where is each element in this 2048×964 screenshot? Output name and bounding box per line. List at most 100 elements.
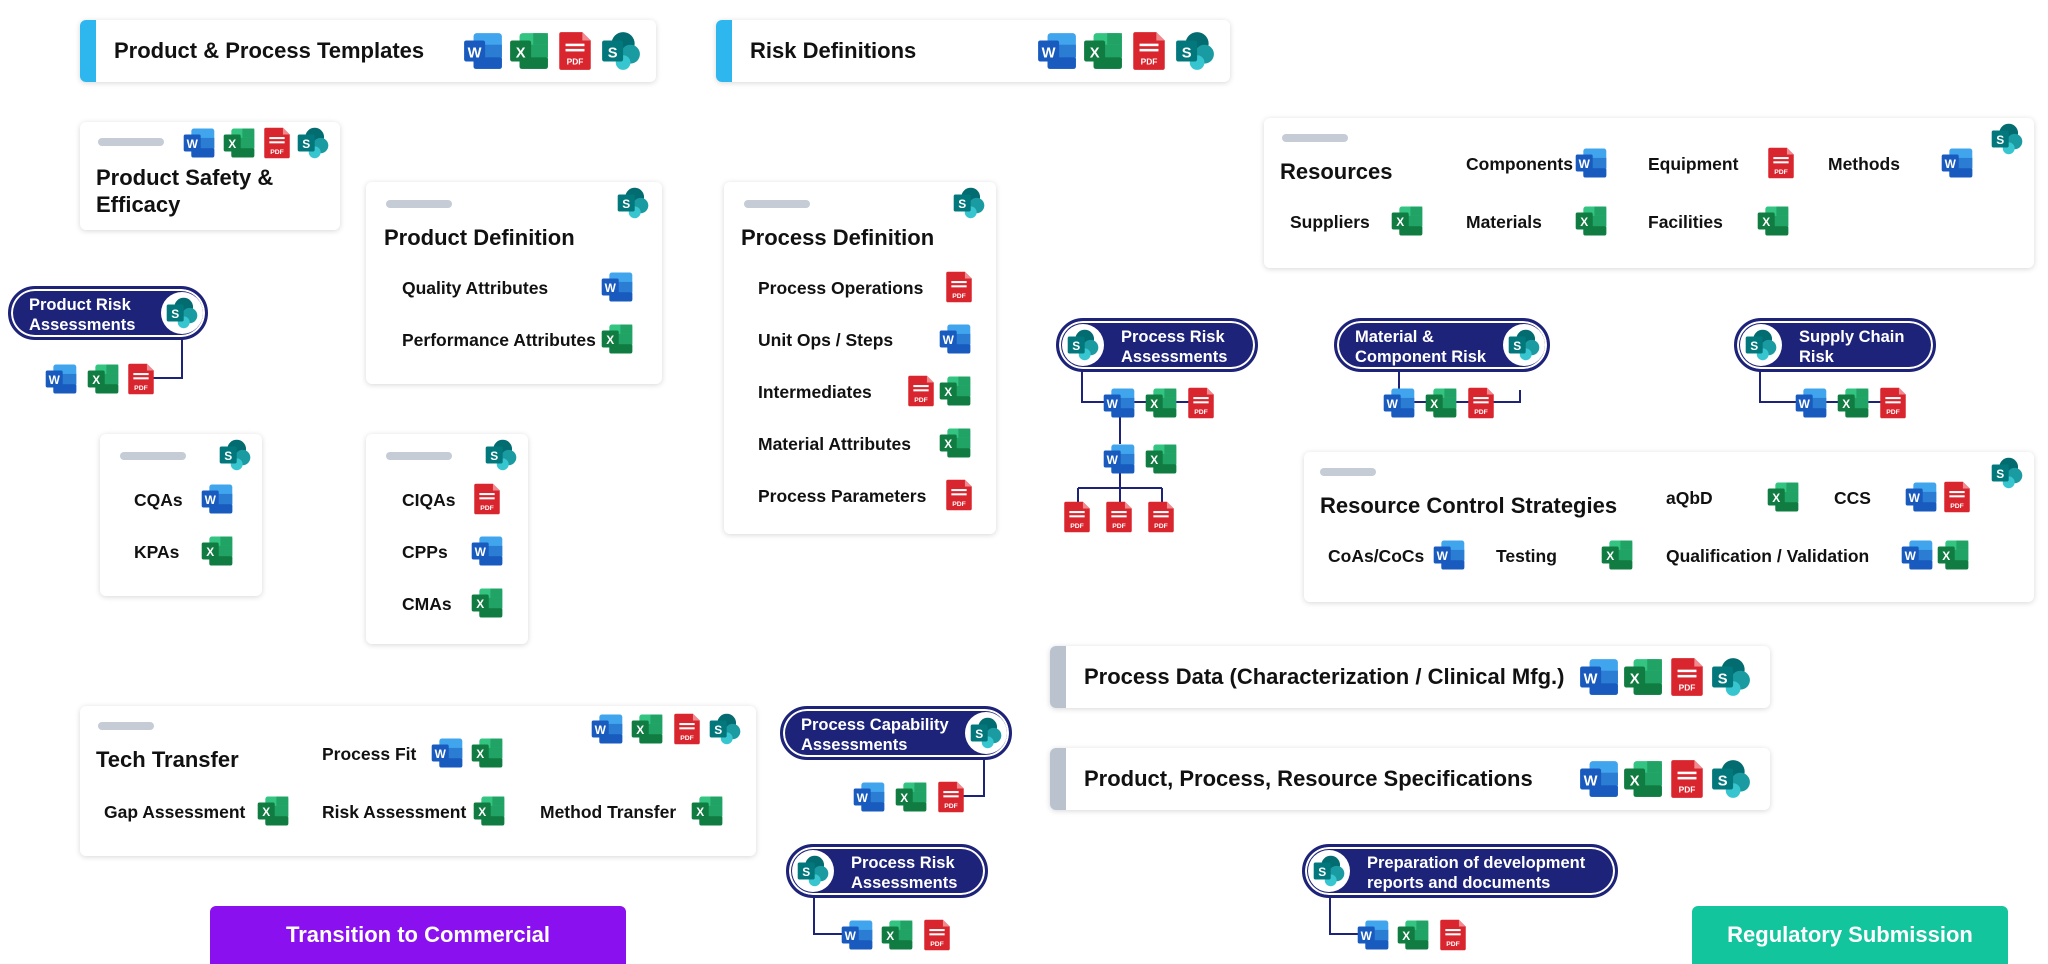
pdf-icon[interactable] bbox=[934, 780, 968, 814]
pdf-icon[interactable] bbox=[1060, 500, 1094, 534]
excel-icon[interactable] bbox=[472, 794, 506, 828]
excel-icon[interactable] bbox=[1424, 386, 1458, 420]
aqbd-label[interactable]: aQbD bbox=[1666, 488, 1713, 508]
kpas-label[interactable]: KPAs bbox=[134, 542, 180, 562]
sharepoint-icon[interactable] bbox=[796, 854, 830, 888]
excel-icon[interactable] bbox=[1622, 656, 1664, 698]
word-icon[interactable] bbox=[1904, 480, 1938, 514]
pdf-icon[interactable] bbox=[1102, 500, 1136, 534]
transition-to-commercial-button[interactable]: Transition to Commercial bbox=[210, 906, 626, 964]
ciqa-card[interactable]: CIQAs CPPs CMAs bbox=[366, 434, 528, 644]
resources-card[interactable]: Resources Components Equipment Methods S… bbox=[1264, 118, 2034, 268]
word-icon[interactable] bbox=[840, 918, 874, 952]
specifications-banner[interactable]: Product, Process, Resource Specification… bbox=[1050, 748, 1770, 810]
pdf-icon[interactable] bbox=[942, 270, 976, 304]
excel-icon[interactable] bbox=[1622, 758, 1664, 800]
process-parameters-label[interactable]: Process Parameters bbox=[758, 486, 927, 506]
gap-assessment-label[interactable]: Gap Assessment bbox=[104, 802, 246, 822]
pdf-icon[interactable] bbox=[1666, 758, 1708, 800]
product-definition-card[interactable]: Product Definition Quality Attributes Pe… bbox=[366, 182, 662, 384]
sharepoint-icon[interactable] bbox=[969, 716, 1003, 750]
ciqas-label[interactable]: CIQAs bbox=[402, 490, 456, 510]
excel-icon[interactable] bbox=[222, 126, 256, 160]
pdf-icon[interactable] bbox=[1764, 146, 1798, 180]
performance-attributes-label[interactable]: Performance Attributes bbox=[402, 330, 596, 350]
pdf-icon[interactable] bbox=[1144, 500, 1178, 534]
material-component-risk[interactable]: Material & Component Risk bbox=[1334, 318, 1550, 372]
word-icon[interactable] bbox=[200, 482, 234, 516]
suppliers-label[interactable]: Suppliers bbox=[1290, 212, 1370, 232]
risk-definitions-banner[interactable]: Risk Definitions bbox=[716, 20, 1230, 82]
intermediates-label[interactable]: Intermediates bbox=[758, 382, 872, 402]
product-safety-card[interactable]: Product Safety & Efficacy bbox=[80, 122, 340, 230]
excel-icon[interactable] bbox=[1756, 204, 1790, 238]
excel-icon[interactable] bbox=[630, 712, 664, 746]
word-icon[interactable] bbox=[1432, 538, 1466, 572]
word-icon[interactable] bbox=[600, 270, 634, 304]
word-icon[interactable] bbox=[852, 780, 886, 814]
excel-icon[interactable] bbox=[1144, 442, 1178, 476]
sharepoint-icon[interactable] bbox=[1990, 122, 2024, 156]
excel-icon[interactable] bbox=[938, 426, 972, 460]
qualification-validation-label[interactable]: Qualification / Validation bbox=[1666, 546, 1870, 566]
tech-transfer-card[interactable]: Tech Transfer Process Fit Gap Assessment… bbox=[80, 706, 756, 856]
excel-icon[interactable] bbox=[880, 918, 914, 952]
excel-icon[interactable] bbox=[256, 794, 290, 828]
sharepoint-icon[interactable] bbox=[1710, 656, 1752, 698]
word-icon[interactable] bbox=[1036, 30, 1078, 72]
product-risk-assessments[interactable]: Product Risk Assessments bbox=[8, 286, 208, 340]
resource-control-card[interactable]: Resource Control Strategies aQbD CCS CoA… bbox=[1304, 452, 2034, 602]
quality-attributes-label[interactable]: Quality Attributes bbox=[402, 278, 549, 298]
equipment-label[interactable]: Equipment bbox=[1648, 154, 1739, 174]
excel-icon[interactable] bbox=[470, 736, 504, 770]
word-icon[interactable] bbox=[1794, 386, 1828, 420]
excel-icon[interactable] bbox=[1396, 918, 1430, 952]
pdf-icon[interactable] bbox=[554, 30, 596, 72]
process-data-banner[interactable]: Process Data (Characterization / Clinica… bbox=[1050, 646, 1770, 708]
excel-icon[interactable] bbox=[1144, 386, 1178, 420]
material-attributes-label[interactable]: Material Attributes bbox=[758, 434, 911, 454]
cpps-label[interactable]: CPPs bbox=[402, 542, 448, 562]
excel-icon[interactable] bbox=[1836, 386, 1870, 420]
testing-label[interactable]: Testing bbox=[1496, 546, 1557, 566]
excel-icon[interactable] bbox=[86, 362, 120, 396]
word-icon[interactable] bbox=[938, 322, 972, 356]
excel-icon[interactable] bbox=[1766, 480, 1800, 514]
coas-cocs-label[interactable]: CoAs/CoCs bbox=[1328, 546, 1425, 566]
excel-icon[interactable] bbox=[470, 586, 504, 620]
sharepoint-icon[interactable] bbox=[616, 186, 650, 220]
pdf-icon[interactable] bbox=[1436, 918, 1470, 952]
pdf-icon[interactable] bbox=[942, 478, 976, 512]
pdf-icon[interactable] bbox=[260, 126, 294, 160]
process-fit-label[interactable]: Process Fit bbox=[322, 744, 417, 764]
regulatory-submission-button[interactable]: Regulatory Submission bbox=[1692, 906, 2008, 964]
process-definition-card[interactable]: Process Definition Process Operations Un… bbox=[724, 182, 996, 534]
excel-icon[interactable] bbox=[1936, 538, 1970, 572]
cmas-label[interactable]: CMAs bbox=[402, 594, 452, 614]
pdf-icon[interactable] bbox=[1464, 386, 1498, 420]
word-icon[interactable] bbox=[462, 30, 504, 72]
method-transfer-label[interactable]: Method Transfer bbox=[540, 802, 677, 822]
sharepoint-icon[interactable] bbox=[1507, 328, 1541, 362]
word-icon[interactable] bbox=[1578, 758, 1620, 800]
word-icon[interactable] bbox=[1574, 146, 1608, 180]
excel-icon[interactable] bbox=[894, 780, 928, 814]
pdf-icon[interactable] bbox=[920, 918, 954, 952]
word-icon[interactable] bbox=[1900, 538, 1934, 572]
excel-icon[interactable] bbox=[200, 534, 234, 568]
process-operations-label[interactable]: Process Operations bbox=[758, 278, 924, 298]
excel-icon[interactable] bbox=[1600, 538, 1634, 572]
sharepoint-icon[interactable] bbox=[1312, 854, 1346, 888]
excel-icon[interactable] bbox=[600, 322, 634, 356]
sharepoint-icon[interactable] bbox=[218, 438, 252, 472]
pdf-icon[interactable] bbox=[1184, 386, 1218, 420]
risk-assessment-label[interactable]: Risk Assessment bbox=[322, 802, 467, 822]
pdf-icon[interactable] bbox=[470, 482, 504, 516]
pdf-icon[interactable] bbox=[1876, 386, 1910, 420]
word-icon[interactable] bbox=[1102, 386, 1136, 420]
excel-icon[interactable] bbox=[1082, 30, 1124, 72]
word-icon[interactable] bbox=[1578, 656, 1620, 698]
excel-icon[interactable] bbox=[1390, 204, 1424, 238]
excel-icon[interactable] bbox=[1574, 204, 1608, 238]
word-icon[interactable] bbox=[44, 362, 78, 396]
